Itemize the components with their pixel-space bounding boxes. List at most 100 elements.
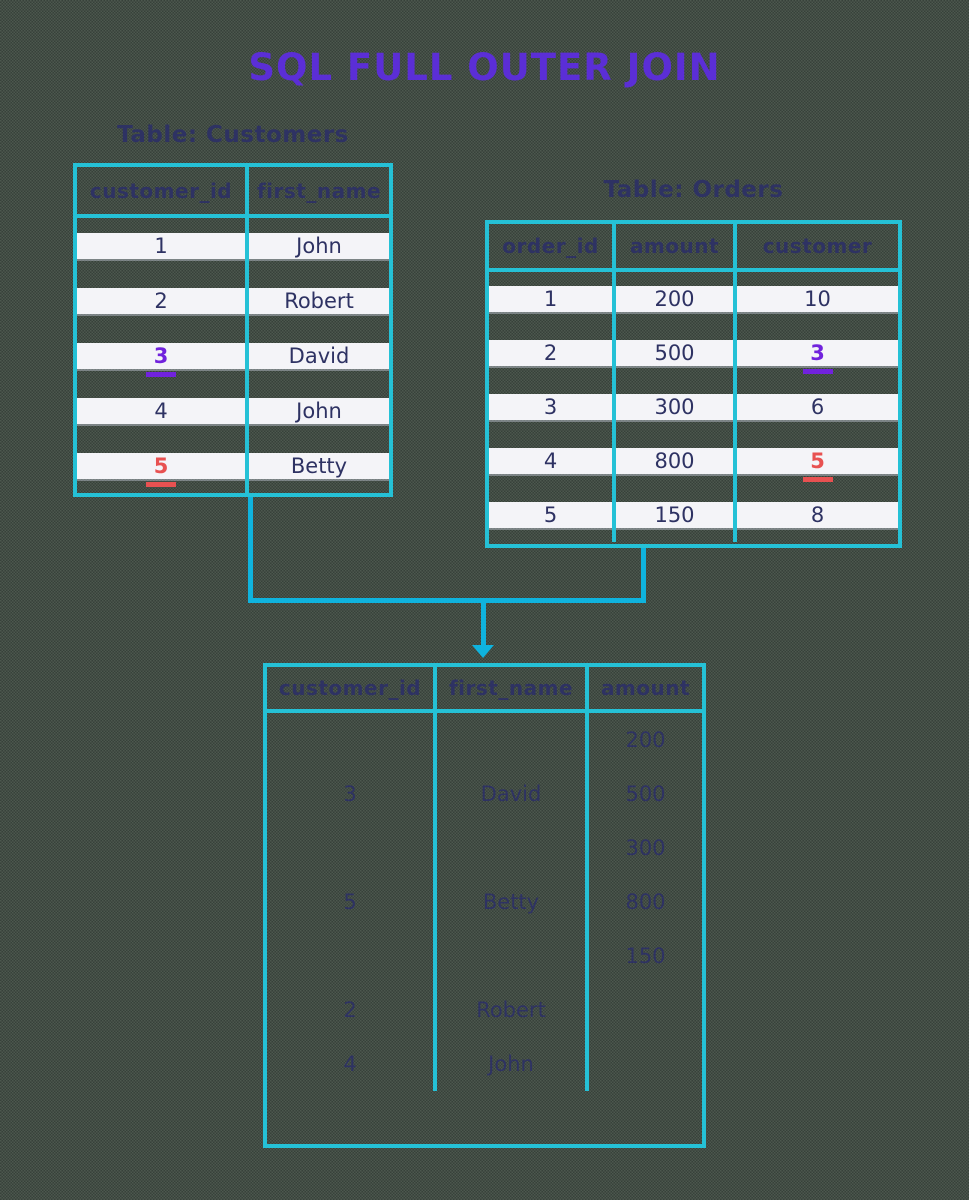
cell-value: Robert [476,998,546,1022]
table-row: 300 [267,821,702,875]
cell-amount: 150 [612,488,733,542]
arrow-down-icon [472,645,494,658]
cell-amount: 800 [612,434,733,488]
cell-amount: 300 [612,380,733,434]
cell-amount: 500 [585,767,702,821]
cell-customer: 8 [733,488,898,542]
row-stripe: John [249,397,389,424]
matched-key-red: 5 [810,449,825,473]
result-header-row: customer_id first_name amount [267,667,702,713]
row-stripe: 4 [489,448,612,474]
row-stripe: 3 [489,394,612,420]
matched-key-red: 5 [153,453,169,478]
cell-first-name: David [245,328,389,383]
cell-value: 2 [543,341,558,365]
table-row: 2 Robert [77,273,389,328]
row-stripe: Robert [249,287,389,314]
column-header-amount: amount [612,224,733,268]
table-row: 3 David [77,328,389,383]
table-row: 150 [267,929,702,983]
column-header-first-name: first_name [433,667,585,709]
cell-value: David [480,782,542,806]
table-row: 2 Robert [267,983,702,1037]
cell-value: 200 [654,287,695,311]
table-row: 1 200 10 [489,272,898,326]
page-title: SQL FULL OUTER JOIN [248,46,721,89]
cell-customer-id: 5 [267,875,433,929]
customers-table: customer_id first_name 1 John 2 Robert 3… [73,163,393,497]
orders-table-caption: Table: Orders [603,177,784,203]
cell-value: David [288,343,350,368]
row-stripe: 2 [489,340,612,366]
cell-value: Betty [482,890,540,914]
row-stripe: 200 [616,286,733,312]
cell-amount [585,1037,702,1091]
cell-value: 300 [625,836,666,860]
cell-value: 4 [154,398,168,423]
cell-value: 300 [654,395,695,419]
orders-header-row: order_id amount customer [489,224,898,272]
cell-amount: 800 [585,875,702,929]
cell-first-name: John [245,218,389,273]
cell-first-name: Betty [433,875,585,929]
column-header-customer-id: customer_id [278,676,422,700]
row-stripe: 3 [77,342,245,369]
cell-value: 500 [625,782,666,806]
cell-value: 6 [810,395,825,419]
cell-value: 1 [543,287,558,311]
cell-first-name: John [245,383,389,438]
cell-value: 800 [625,890,666,914]
cell-customer-id: 4 [77,383,245,438]
table-row: 200 [267,713,702,767]
table-row: 4 John [77,383,389,438]
row-stripe: 300 [616,394,733,420]
table-row: 5 150 8 [489,488,898,542]
matched-key-purple: 3 [153,343,169,368]
cell-value: John [296,233,342,258]
table-row: 5 Betty [77,438,389,493]
row-stripe: 1 [77,232,245,259]
cell-value: 5 [343,890,357,914]
column-header-amount: amount [585,667,702,709]
column-header-customer-id: customer_id [89,178,233,203]
cell-value: 150 [625,944,666,968]
row-stripe: 8 [737,502,898,528]
column-header-customer: customer [733,224,898,268]
cell-value: 3 [343,782,357,806]
cell-value: 150 [654,503,695,527]
cell-first-name: Robert [245,273,389,328]
orders-table-body: 1 200 10 2 500 3 3 300 6 4 800 5 5 150 [489,272,898,544]
row-stripe: 3 [737,340,898,366]
cell-value: 5 [543,503,558,527]
cell-customer: 10 [733,272,898,326]
table-row: 1 John [77,218,389,273]
cell-customer-id: 3 [77,328,245,383]
cell-amount: 300 [585,821,702,875]
row-stripe: 5 [737,448,898,474]
row-stripe: 1 [489,286,612,312]
row-stripe: John [249,232,389,259]
cell-amount: 200 [585,713,702,767]
cell-customer: 6 [733,380,898,434]
cell-first-name: Betty [245,438,389,493]
row-stripe: 2 [77,287,245,314]
column-header-order-id: order_id [502,234,599,258]
cell-first-name [433,821,585,875]
cell-first-name [433,929,585,983]
cell-customer-id [267,929,433,983]
cell-customer-id: 2 [77,273,245,328]
table-row: 3 David 500 [267,767,702,821]
table-row: 4 John [267,1037,702,1091]
cell-first-name [433,713,585,767]
row-stripe: 4 [77,397,245,424]
cell-order-id: 2 [489,326,612,380]
cell-customer-id: 2 [267,983,433,1037]
row-stripe: 10 [737,286,898,312]
cell-customer-id: 3 [267,767,433,821]
cell-first-name: John [433,1037,585,1091]
cell-value: 3 [543,395,558,419]
cell-customer: 5 [733,434,898,488]
orders-table: order_id amount customer 1 200 10 2 500 … [485,220,902,548]
row-stripe: 500 [616,340,733,366]
row-stripe: Betty [249,452,389,479]
